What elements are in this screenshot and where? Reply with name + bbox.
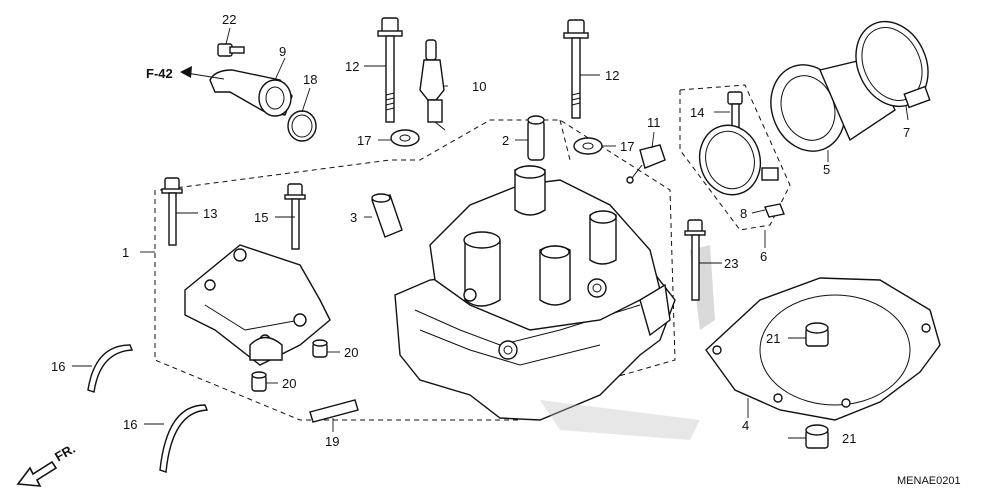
leader-lines: [72, 27, 909, 439]
callout-20-upper: 20: [344, 345, 358, 360]
callout-11: 11: [647, 115, 661, 130]
reference-arrow: [180, 66, 225, 80]
assembly-outline-intake: [679, 84, 791, 231]
bolt-15: [284, 183, 306, 250]
callout-7: 7: [903, 125, 910, 140]
callout-labels: F-42 FR. MENAE0201 1 2 3 4 5 6 7 8 9 10 …: [51, 12, 961, 487]
callout-12-left: 12: [345, 59, 359, 74]
band-7: [855, 20, 931, 109]
dowel-21-upper: [805, 322, 829, 347]
bolt-12-left: [377, 17, 403, 123]
callout-6: 6: [760, 249, 767, 264]
valve-guide-3: [371, 193, 403, 238]
clip-8: [764, 203, 785, 218]
callout-5: 5: [823, 162, 830, 177]
callout-17-left: 17: [357, 133, 371, 148]
bolt-22: [217, 43, 245, 57]
arc-16-upper: [87, 344, 134, 393]
callout-18: 18: [303, 72, 317, 87]
reference-label: F-42: [146, 66, 173, 81]
stud-bolt-19: [309, 399, 359, 423]
cylinder-head: [394, 165, 676, 421]
bolt-13: [161, 177, 183, 246]
callout-22: 22: [222, 12, 236, 27]
callout-20-lower: 20: [282, 376, 296, 391]
callout-15: 15: [254, 210, 268, 225]
dowel-21-lower: [805, 424, 829, 449]
callout-2: 2: [502, 133, 509, 148]
callout-3: 3: [350, 210, 357, 225]
temperature-sensor: [626, 144, 666, 184]
bolt-23: [684, 219, 706, 301]
callout-4: 4: [742, 418, 749, 433]
callout-14: 14: [690, 105, 704, 120]
bolt-14: [727, 91, 743, 131]
cam-holder: [184, 244, 331, 366]
water-joint: [209, 69, 293, 117]
callout-19: 19: [325, 434, 339, 449]
spark-plug: [419, 39, 446, 131]
arrow-front-left-icon: [16, 460, 58, 487]
cylinder-head-gasket: [705, 277, 941, 421]
assembly-outline-head: [159, 119, 676, 411]
callout-16-lower: 16: [123, 417, 137, 432]
dowel-20-upper: [312, 339, 328, 358]
washer-17-left: [390, 129, 420, 147]
callout-13: 13: [203, 206, 217, 221]
callout-21-upper: 21: [766, 331, 780, 346]
callout-9: 9: [279, 44, 286, 59]
front-label: FR.: [52, 441, 78, 464]
callout-1: 1: [122, 245, 129, 260]
insulator-band-clamp: [698, 124, 779, 196]
bolt-12-right: [563, 19, 589, 119]
o-ring: [287, 110, 317, 142]
diagram-code: MENAE0201: [897, 475, 961, 487]
arc-16-lower: [159, 404, 209, 473]
callout-17-right: 17: [620, 139, 634, 154]
callout-23: 23: [724, 256, 738, 271]
callout-12-right: 12: [605, 68, 619, 83]
callout-10: 10: [472, 79, 486, 94]
callout-21-lower: 21: [842, 431, 856, 446]
valve-guide-2: [527, 115, 545, 161]
dowel-20-lower: [251, 371, 267, 392]
callout-8: 8: [740, 206, 747, 221]
washer-17-right: [573, 137, 603, 155]
callout-16-upper: 16: [51, 359, 65, 374]
